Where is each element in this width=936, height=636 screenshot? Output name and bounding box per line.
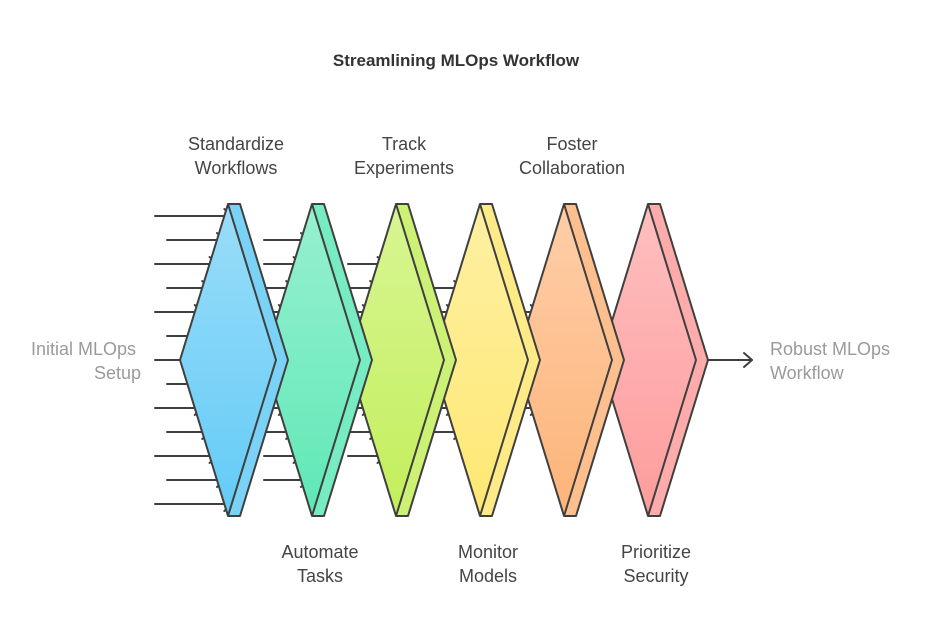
stage-5 [515, 203, 625, 517]
stage-5-label-line1: Foster [546, 134, 597, 154]
stage-3-label-line2: Experiments [354, 158, 454, 178]
stage-3 [347, 203, 457, 517]
stage-1-label-line1: Standardize [188, 134, 284, 154]
stage-6-label-line1: Prioritize [621, 542, 691, 562]
stage-1-chevron [180, 204, 276, 516]
stage-1-label-line2: Workflows [195, 158, 278, 178]
stage-2-label-line1: Automate [281, 542, 358, 562]
output-label-line1: Robust MLOps [770, 339, 890, 359]
input-label: Initial MLOps Setup [31, 339, 141, 383]
output-label: Robust MLOps Workflow [770, 339, 895, 383]
output-label-line2: Workflow [770, 363, 845, 383]
input-label-line1: Initial MLOps [31, 339, 136, 359]
stage-1-arrow [154, 208, 234, 224]
stage-1 [154, 203, 289, 517]
stage-2 [263, 203, 373, 517]
stage-1-arrow [154, 496, 234, 512]
input-label-line2: Setup [94, 363, 141, 383]
stage-3-label-line1: Track [382, 134, 427, 154]
diagram-title: Streamlining MLOps Workflow [333, 51, 580, 70]
stage-2-label-line2: Tasks [297, 566, 343, 586]
stage-4-label-line1: Monitor [458, 542, 518, 562]
output-arrow [707, 352, 753, 368]
stage-6-label-line2: Security [623, 566, 688, 586]
stages-layer [154, 203, 753, 517]
stage-4-label-line2: Models [459, 566, 517, 586]
stage-5-label-line2: Collaboration [519, 158, 625, 178]
stage-4 [431, 203, 541, 517]
